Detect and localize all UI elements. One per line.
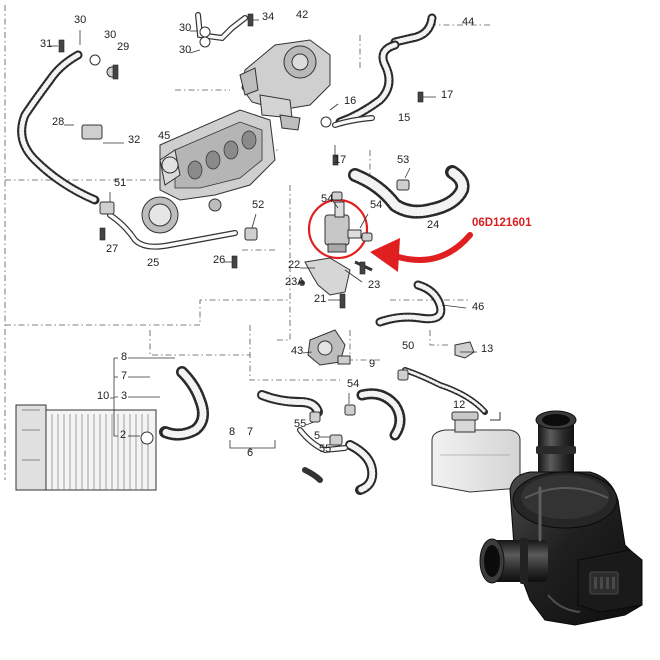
coolant-pipes	[107, 12, 375, 483]
callout-number: 30	[179, 44, 191, 56]
callout-number: 54	[321, 193, 333, 205]
callout-number: 46	[472, 301, 484, 313]
callout-number: 29	[117, 41, 129, 53]
callout-number: 8	[121, 351, 127, 363]
callout-number: 43	[291, 345, 303, 357]
callout-number: 3	[121, 390, 127, 402]
callout-number: 55	[319, 443, 331, 455]
expansion-tank	[431, 411, 521, 493]
callout-number: 2	[120, 429, 126, 441]
bolts	[58, 13, 424, 309]
callout-number: 24	[427, 219, 439, 231]
turbocharger-assembly	[141, 109, 276, 234]
callout-number: 9	[369, 358, 375, 370]
callout-number: 26	[213, 254, 225, 266]
callout-number: 30	[104, 29, 116, 41]
highlight-arrowhead	[370, 238, 400, 272]
auxiliary-pump-photo	[479, 410, 643, 626]
callout-number: 28	[52, 116, 64, 128]
callout-number: 31	[40, 38, 52, 50]
callout-number: 7	[247, 426, 253, 438]
callout-number: 54	[347, 378, 359, 390]
callout-number: 7	[121, 370, 127, 382]
callout-number: 22	[288, 259, 300, 271]
callout-number: 25	[147, 257, 159, 269]
callout-number: 17	[441, 89, 453, 101]
callout-number: 45	[158, 130, 170, 142]
callout-number: 42	[296, 9, 308, 21]
callout-number: 23	[368, 279, 380, 291]
callout-number: 55	[294, 418, 306, 430]
callout-number: 54	[370, 199, 382, 211]
callout-number: 51	[114, 177, 126, 189]
callout-number: 34	[262, 11, 274, 23]
coolant-hoses	[17, 13, 488, 495]
callout-number: 13	[481, 343, 493, 355]
radiator	[15, 404, 157, 491]
pump-bracket	[299, 257, 373, 296]
callout-number: 12	[453, 399, 465, 411]
callout-number: 5	[314, 430, 320, 442]
callout-number: 53	[397, 154, 409, 166]
callout-number: 8	[229, 426, 235, 438]
engine-water-pump	[239, 39, 331, 131]
callout-number: 15	[398, 112, 410, 124]
callout-number: 10	[97, 390, 109, 402]
thermostat-housing	[307, 329, 351, 366]
callout-number: 44	[462, 16, 474, 28]
callout-number: 16	[344, 95, 356, 107]
highlight-arrow	[392, 232, 473, 263]
callout-number: 32	[128, 134, 140, 146]
callout-number: 50	[402, 340, 414, 352]
callout-number: 17	[334, 154, 346, 166]
callout-number: 21	[314, 293, 326, 305]
auxiliary-pump-drawing	[324, 201, 362, 253]
callout-number: 6	[247, 447, 253, 459]
callout-number: 52	[252, 199, 264, 211]
callout-number: 23A	[285, 276, 305, 288]
callout-number: 30	[74, 14, 86, 26]
part-number-label: 06D121601	[472, 217, 532, 229]
callout-number: 27	[106, 243, 118, 255]
callout-number: 30	[179, 22, 191, 34]
